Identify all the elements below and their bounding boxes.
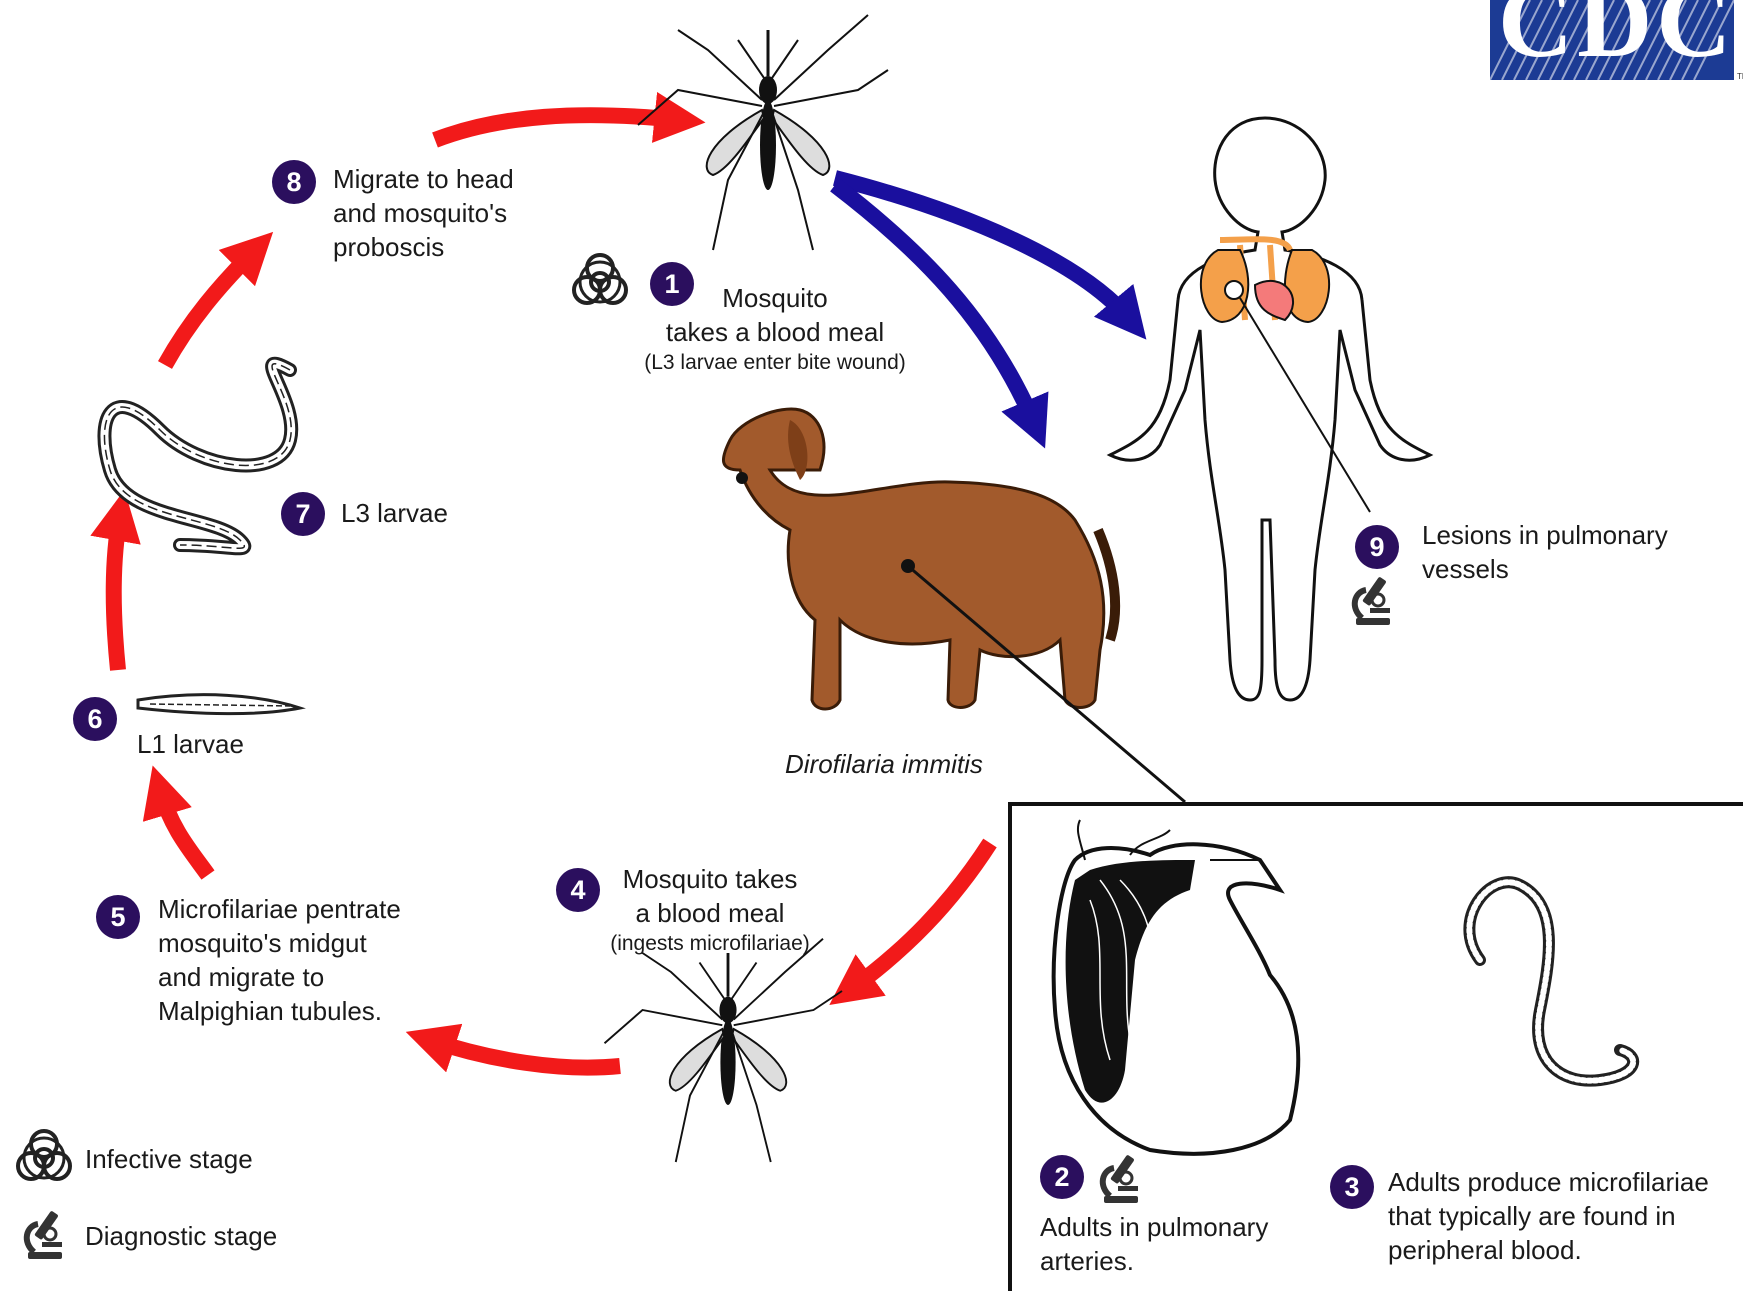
stage-9-badge: 9 bbox=[1355, 525, 1399, 569]
stage-2-badge: 2 bbox=[1040, 1155, 1084, 1199]
stage-2-label: Adults in pulmonary arteries. bbox=[1040, 1210, 1340, 1278]
stage-7-badge: 7 bbox=[281, 492, 325, 536]
stage-1-label: Mosquito takes a blood meal bbox=[640, 281, 910, 349]
stage-7-label: L3 larvae bbox=[341, 496, 501, 530]
stage-3-label: Adults produce microfilariae that typica… bbox=[1388, 1165, 1738, 1267]
legend-diagnostic-label: Diagnostic stage bbox=[85, 1219, 345, 1253]
stage-4-label: Mosquito takes a blood meal bbox=[605, 862, 815, 930]
stage-3-badge: 3 bbox=[1330, 1165, 1374, 1209]
stage-6-label: L1 larvae bbox=[137, 727, 317, 761]
cdc-logo-text: CDC bbox=[1498, 0, 1734, 80]
dog-illustration bbox=[723, 409, 1115, 709]
stage-5-badge: 5 bbox=[96, 895, 140, 939]
stage-9-label: Lesions in pulmonary vessels bbox=[1422, 518, 1732, 586]
stage-4-subtext: (ingests microfilariae) bbox=[590, 931, 830, 957]
species-label: Dirofilaria immitis bbox=[785, 747, 1045, 781]
stage-5-label: Microfilariae pentrate mosquito's midgut… bbox=[158, 892, 458, 1028]
stage-1-subtext: (L3 larvae enter bite wound) bbox=[620, 350, 930, 376]
cdc-logo: CDC bbox=[1490, 0, 1734, 80]
legend-infective-label: Infective stage bbox=[85, 1142, 345, 1176]
trademark-mark: TM bbox=[1737, 72, 1743, 81]
stage-8-badge: 8 bbox=[272, 160, 316, 204]
stage-4-badge: 4 bbox=[556, 868, 600, 912]
stage-8-label: Migrate to head and mosquito's proboscis bbox=[333, 162, 553, 264]
stage-6-badge: 6 bbox=[73, 697, 117, 741]
